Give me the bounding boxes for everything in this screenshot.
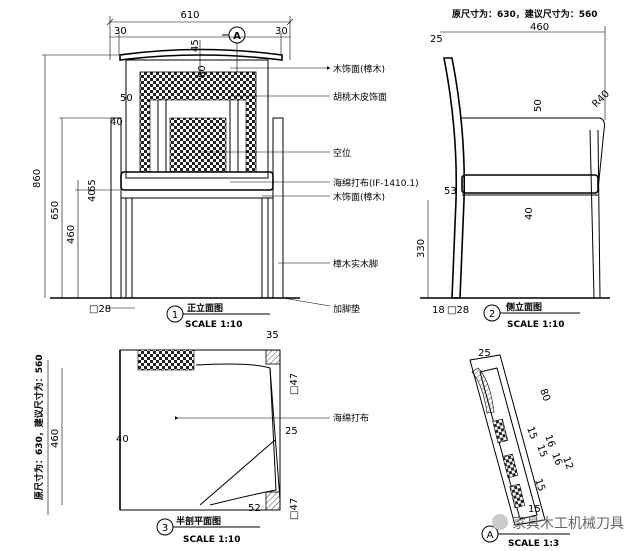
front-width-dim: 610 <box>180 10 199 21</box>
side-dim-330: 330 <box>416 239 427 258</box>
annotation-solid-wood-leg: 樟木实木脚 <box>333 258 378 270</box>
watermark-text: 家具木工机械刀具 <box>512 515 624 532</box>
plan-dim-25: 25 <box>285 426 298 437</box>
side-original-size: 原尺寸为：630，建议尺寸为：560 <box>452 8 598 20</box>
front-dim-28: □28 <box>89 304 111 315</box>
side-caption-title: 侧立面图 <box>506 301 542 313</box>
annotation-foot-pad: 加脚垫 <box>333 303 360 315</box>
detail-dim-15b: 15 <box>534 443 549 459</box>
detail-dim-80: 80 <box>537 387 552 403</box>
front-dim-30-left: 30 <box>114 26 127 37</box>
front-dim-40-65: 65 <box>87 179 98 192</box>
side-dim-25: 25 <box>430 34 443 45</box>
detail-dim-12: 12 <box>560 455 575 471</box>
front-height-460: 460 <box>66 225 77 244</box>
side-dim-40: 40 <box>524 207 535 220</box>
front-dim-45: 45 <box>190 39 201 52</box>
plan-dim-35: 35 <box>266 330 279 341</box>
annotation-empty-slot: 空位 <box>333 147 351 159</box>
front-caption-scale: SCALE 1:10 <box>185 320 242 330</box>
plan-dim-460: 460 <box>50 429 61 448</box>
side-dim-53: 53 <box>444 186 457 197</box>
front-height-860: 860 <box>32 169 43 188</box>
watermark: 家具木工机械刀具 <box>492 514 624 532</box>
annotation-sponge-fabric: 海绵打布(IF-1410.1) <box>333 177 419 189</box>
front-view: 610 30 30 A 45 80 <box>32 10 331 330</box>
annotation-labels: 木饰面(樟木) 胡桃木皮饰面 空位 海绵打布(IF-1410.1) 木饰面(樟木… <box>333 63 419 315</box>
detail-dim-25: 25 <box>478 348 491 359</box>
front-dim-80: 80 <box>197 65 208 78</box>
side-caption-scale: SCALE 1:10 <box>507 320 564 330</box>
front-dim-50: 50 <box>120 93 133 104</box>
plan-dim-47-bottom: □47 <box>289 498 300 520</box>
plan-caption-number: 3 <box>162 523 168 534</box>
detail-dim-16b: 16 <box>549 451 564 467</box>
side-caption-number: 2 <box>489 309 495 320</box>
detail-dim-16a: 16 <box>542 433 557 449</box>
plan-dim-40: 40 <box>116 434 129 445</box>
plan-dim-52: 52 <box>248 503 261 514</box>
plan-dim-47-top: □47 <box>289 373 300 395</box>
front-dim-30-right: 30 <box>275 26 288 37</box>
front-height-650: 650 <box>50 201 61 220</box>
plan-view: 原尺寸为：630，建议尺寸为：560 460 35 □47 25 40 □47 … <box>33 330 369 545</box>
plan-annotation-sponge: 海绵打布 <box>333 412 369 424</box>
annotation-wood-veneer-seat: 木饰面(樟木) <box>333 191 385 203</box>
front-dim-40: 40 <box>110 117 123 128</box>
front-dim-40-b: 40 <box>87 189 98 202</box>
side-dim-50: 50 <box>533 99 544 112</box>
front-caption-title: 正立面图 <box>187 302 223 314</box>
plan-caption-title: 半剖平面图 <box>176 515 221 527</box>
side-view: 原尺寸为：630，建议尺寸为：560 25 460 R40 50 53 40 3… <box>416 8 612 330</box>
detail-caption-letter: A <box>487 530 494 541</box>
side-dim-18: 18 <box>432 305 445 316</box>
plan-original-size: 原尺寸为：630，建议尺寸为：560 <box>33 354 45 500</box>
detail-dim-15c: 15 <box>532 477 547 493</box>
side-dim-460: 460 <box>530 22 549 33</box>
annotation-wood-veneer-top: 木饰面(樟木) <box>333 63 385 75</box>
detail-dim-15d: 15 <box>528 504 541 515</box>
detail-view: 25 80 15 16 15 16 12 15 15 A SCALE 1:3 <box>469 348 575 549</box>
side-dim-28: □28 <box>447 305 469 316</box>
side-dim-r40: R40 <box>590 88 612 110</box>
annotation-walnut-veneer: 胡桃木皮饰面 <box>333 91 387 103</box>
section-marker-a: A <box>233 31 241 42</box>
plan-caption-scale: SCALE 1:10 <box>183 535 240 545</box>
detail-dim-15a: 15 <box>524 425 539 441</box>
front-caption-number: 1 <box>172 310 178 321</box>
detail-caption-scale: SCALE 1:3 <box>508 539 559 549</box>
